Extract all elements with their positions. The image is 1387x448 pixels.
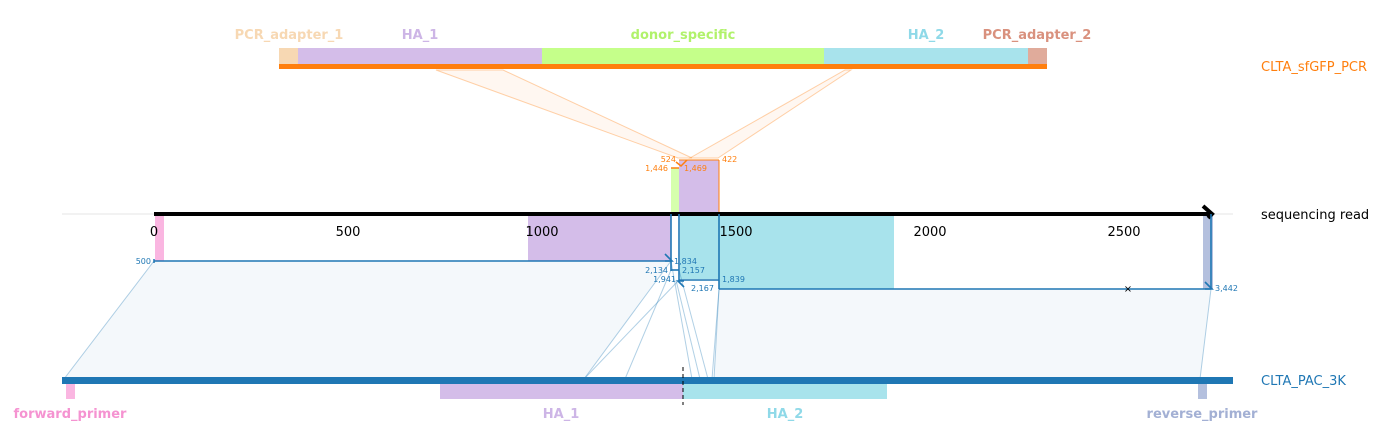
read-ha-1-block <box>528 214 671 261</box>
top-feature-ha-2-label: HA_2 <box>908 28 945 43</box>
coord-3442: 3,442 <box>1215 284 1238 293</box>
read-forward-primer-block <box>155 214 164 261</box>
read-axis: 0 500 1000 1500 2000 2500 sequencing rea… <box>62 204 1369 240</box>
coord-2134: 2,134 <box>645 266 668 275</box>
bottom-connection-line-3 <box>583 279 680 380</box>
axis-tick-2500: 2500 <box>1107 225 1140 240</box>
read-donor-region-upper <box>671 168 679 214</box>
coord-422: 422 <box>722 155 737 164</box>
top-feature-ha-1-label: HA_1 <box>402 28 439 43</box>
bottom-connection-line-2 <box>678 269 709 380</box>
axis-tick-2000: 2000 <box>913 225 946 240</box>
bottom-track: forward_primer HA_1 HA_2 reverse_primer … <box>14 367 1346 422</box>
bottom-track-bar <box>62 377 1233 384</box>
axis-tick-500: 500 <box>336 225 361 240</box>
coord-1834: 1,834 <box>674 257 697 266</box>
bottom-connection-large-right <box>713 288 1212 380</box>
coordinate-labels: 524 422 1,446 1,469 500 1,834 2,134 2,15… <box>136 155 1238 293</box>
top-feature-pcr-adapter-2-label: PCR_adapter_2 <box>983 28 1092 43</box>
segment-1-end-arrow <box>664 253 674 262</box>
axis-tick-1000: 1000 <box>525 225 558 240</box>
top-feature-donor-specific-label: donor_specific <box>631 28 736 43</box>
top-feature-ha-1-block <box>298 48 542 64</box>
read-features <box>155 159 1213 289</box>
top-track-name: CLTA_sfGFP_PCR <box>1261 60 1367 75</box>
bottom-feature-ha-1-label: HA_1 <box>543 407 580 422</box>
bottom-connection-line-6 <box>711 288 720 380</box>
top-connection-wedge-2 <box>688 69 853 159</box>
top-connections <box>435 69 853 159</box>
coord-2167: 2,167 <box>691 284 714 293</box>
coord-2157: 2,157 <box>682 266 705 275</box>
bottom-feature-reverse-primer-label: reverse_primer <box>1147 407 1259 422</box>
segment-3-start-arrow <box>676 280 685 288</box>
top-feature-pcr-adapter-2-block <box>1028 48 1047 64</box>
coord-1941: 1,941 <box>653 275 676 284</box>
bottom-feature-forward-primer-label: forward_primer <box>14 407 128 422</box>
bottom-feature-forward-primer-block <box>66 384 75 399</box>
coord-1469: 1,469 <box>684 164 707 173</box>
bottom-connection-line-5 <box>670 260 693 380</box>
bottom-feature-reverse-primer-block <box>1198 384 1207 399</box>
bottom-feature-ha-2-label: HA_2 <box>767 407 804 422</box>
top-feature-ha-2-block <box>824 48 1028 64</box>
read-ha-2-block-inner <box>680 214 719 279</box>
read-reverse-primer-block <box>1203 214 1213 289</box>
read-track-name: sequencing read <box>1261 208 1369 223</box>
coord-1446: 1,446 <box>645 164 668 173</box>
mismatch-marker: × <box>1124 284 1132 295</box>
top-feature-donor-specific-block <box>542 48 824 64</box>
read-ha-1-region-upper <box>679 160 719 214</box>
coord-1839: 1,839 <box>722 275 745 284</box>
bottom-feature-ha-1-block <box>440 384 683 399</box>
bottom-feature-ha-2-block <box>683 384 887 399</box>
axis-tick-1500: 1500 <box>719 225 752 240</box>
bottom-connections <box>62 260 1212 380</box>
read-direction-arrow <box>1201 204 1215 220</box>
bottom-track-name: CLTA_PAC_3K <box>1261 374 1346 389</box>
bottom-connection-large-left <box>62 260 672 380</box>
top-feature-pcr-adapter-1-block <box>279 48 298 64</box>
read-upper-arrow <box>675 159 688 168</box>
read-ha-2-block <box>719 214 894 289</box>
bottom-connection-line-1 <box>624 269 672 380</box>
top-track-bar <box>279 64 1047 69</box>
top-connection-wedge-1 <box>435 69 693 159</box>
top-feature-pcr-adapter-1-label: PCR_adapter_1 <box>235 28 344 43</box>
segment-4-end-arrow <box>1204 281 1214 290</box>
coord-524: 524 <box>661 155 676 164</box>
bottom-connection-line-4 <box>675 279 701 380</box>
axis-tick-0: 0 <box>150 225 158 240</box>
alignment-segments: × <box>153 214 1214 295</box>
top-track: PCR_adapter_1 HA_1 donor_specific HA_2 P… <box>235 28 1367 75</box>
coord-500: 500 <box>136 257 151 266</box>
